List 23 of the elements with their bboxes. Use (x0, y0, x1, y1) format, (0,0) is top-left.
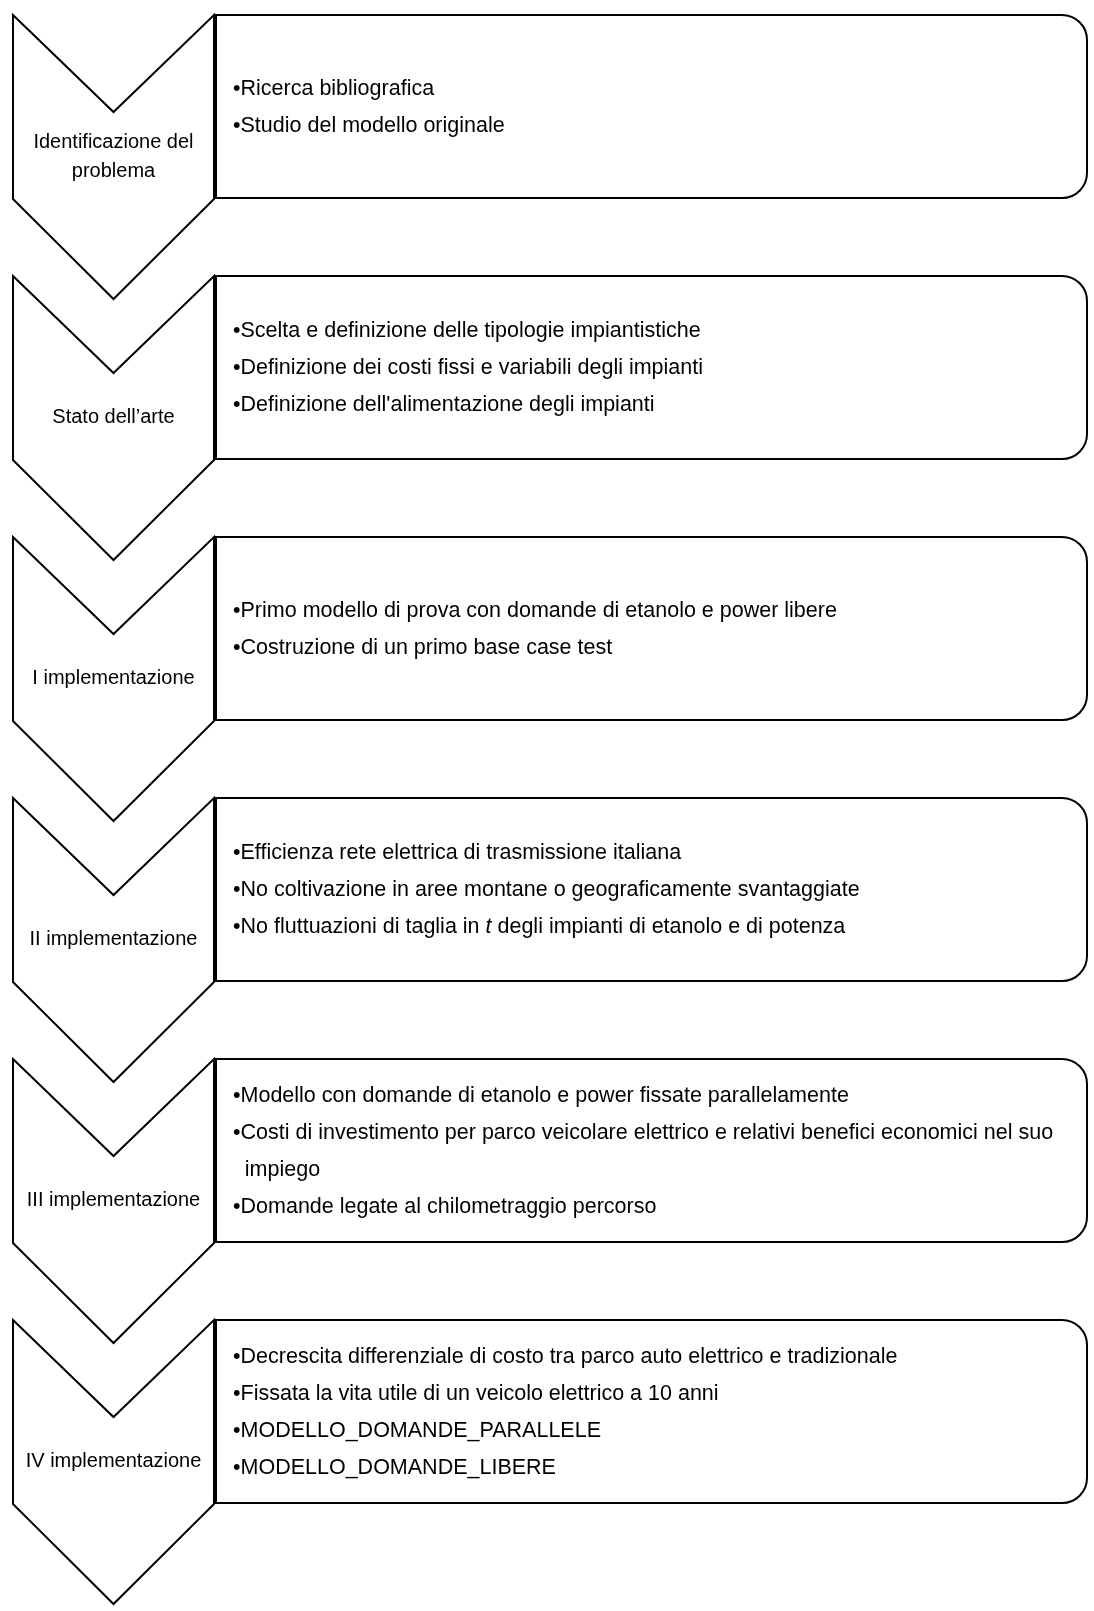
stage-label: II implementazione (29, 926, 198, 951)
stage-label: Stato dell’arte (52, 404, 175, 429)
bullet-item: •Fissata la vita utile di un veicolo elettrico a 10 anni (233, 1379, 720, 1407)
bullet-item: •Decrescita differenziale di costo tra parco auto elettrico e tradizionale (233, 1342, 899, 1370)
bullet-item: •Studio del modello originale (233, 111, 506, 139)
bullet-item: •Costi di investimento per parco veicolare elettrico e relativi benefici economici nel suo impiego (233, 1118, 1055, 1183)
bullet-item: •MODELLO_DOMANDE_PARALLELE (233, 1416, 602, 1444)
stage-label: Identificazione del problema (32, 128, 195, 183)
bullet-item: •Domande legate al chilometraggio percorso (233, 1192, 658, 1220)
bullet-item: •MODELLO_DOMANDE_LIBERE (233, 1453, 557, 1481)
bullet-item: •Definizione dell'alimentazione degli impianti (233, 391, 656, 418)
bullet-item: •Ricerca bibliografica (233, 74, 436, 102)
bullet-item: •Scelta e definizione delle tipologie impiantistiche (233, 317, 702, 344)
bullet-item: •No coltivazione in aree montane o geograficamente svantaggiate (233, 876, 861, 903)
bullet-item: •Efficienza rete elettrica di trasmissione italiana (233, 839, 683, 866)
stage-label: III implementazione (26, 1187, 201, 1212)
bullet-item: •Primo modello di prova con domande di etanolo e power libere (233, 596, 838, 624)
bullet-item: •Modello con domande di etanolo e power fissate parallelamente (233, 1081, 850, 1109)
bullet-item: •Costruzione di un primo base case test (233, 633, 614, 661)
stage-label: IV implementazione (25, 1448, 202, 1473)
stage-label: I implementazione (32, 665, 195, 690)
bullet-item: •Definizione dei costi fissi e variabili degli impianti (233, 354, 704, 381)
bullet-item: •No fluttuazioni di taglia in t degli impianti di etanolo e di potenza (233, 913, 847, 940)
